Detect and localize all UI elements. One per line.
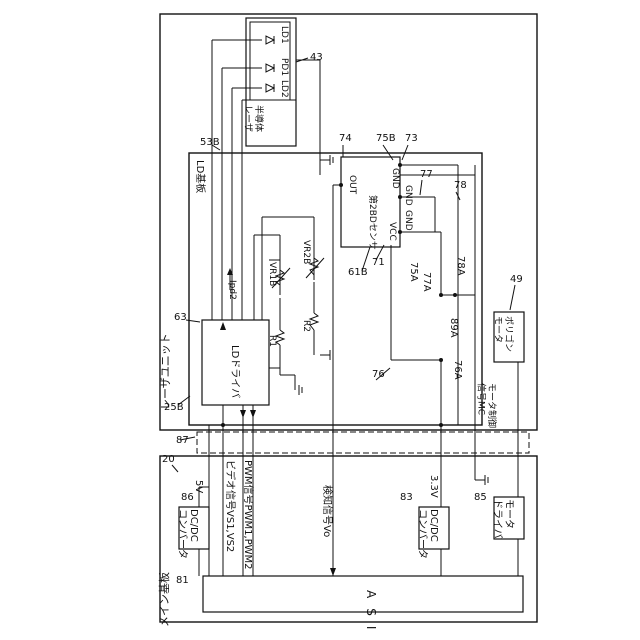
- motor-control-label: モータ制御信号MC: [476, 383, 498, 428]
- ref-76a: 76A: [452, 360, 463, 380]
- ref-83: 83: [400, 492, 413, 503]
- vr2b-label: VR2B: [301, 240, 311, 264]
- ref-78a: 78A: [455, 256, 466, 276]
- ref-77a: 77A: [421, 272, 432, 292]
- ref-53b: 53B: [200, 137, 220, 148]
- asic-label: ASIC: [364, 590, 378, 640]
- main-board-label: メイン基板: [157, 572, 171, 627]
- ref-89a: 89A: [448, 318, 459, 338]
- ref-86: 86: [181, 492, 194, 503]
- signal-arrows: [220, 268, 336, 576]
- pwm-signal-label: PWM信号PWM1,PWM2: [242, 460, 254, 570]
- detect-signal-label: 検知信号Vo: [321, 485, 334, 537]
- voltage-33v-label: 3.3V: [428, 475, 439, 498]
- ref-61b: 61B: [348, 267, 368, 278]
- asic-block: [203, 576, 523, 612]
- out-pin-label: OUT: [347, 175, 357, 195]
- dcdc-86-label: DC/DCコンバータ: [177, 509, 200, 559]
- vcc-pin-label: VCC: [387, 222, 397, 241]
- ref-63: 63: [174, 312, 187, 323]
- r1-label: R1: [267, 335, 277, 347]
- vr1b-label: VR1B: [267, 262, 277, 286]
- laser-unit-label: レーザユニット: [159, 333, 172, 410]
- ld-board-label: LD基板: [194, 160, 207, 193]
- ref-73: 73: [405, 133, 418, 144]
- ref-43: 43: [310, 52, 323, 63]
- gnd-pin-label-2: GND: [403, 185, 413, 206]
- ref-71: 71: [372, 257, 385, 268]
- dcdc-83-label: DC/DCコンバータ: [417, 509, 440, 559]
- ld-driver-label: LDドライバ: [229, 345, 241, 398]
- ref-25b: 25B: [164, 402, 184, 413]
- ld2-label: LD2: [279, 80, 289, 98]
- gnd-pin-label-1: GND: [390, 168, 400, 189]
- video-signal-label: ビデオ信号VS1,VS2: [224, 460, 237, 552]
- ref-49: 49: [510, 274, 523, 285]
- ref-87: 87: [176, 435, 189, 446]
- connector-87: [197, 432, 529, 453]
- reference-numbers: 20 81 86 83 85 87 25B 53B 63 43 74 75B 7…: [162, 52, 523, 586]
- semiconductor-laser-label: 半導体レーザ: [243, 105, 265, 132]
- r2-label: R2: [301, 320, 311, 332]
- ref-85: 85: [474, 492, 487, 503]
- ref-77: 77: [420, 169, 433, 180]
- ref-75b: 75B: [376, 133, 396, 144]
- ref-74: 74: [339, 133, 352, 144]
- ipd2-label: Ipd2: [227, 280, 237, 300]
- voltage-5v-label: 5V: [193, 480, 204, 493]
- pd1-label: PD1: [279, 58, 289, 76]
- ref-75a: 75A: [408, 262, 419, 282]
- ref-20: 20: [162, 454, 175, 465]
- gnd-pin-label-3: GND: [403, 210, 413, 231]
- ld1-label: LD1: [279, 26, 289, 44]
- ref-78: 78: [454, 180, 467, 191]
- ref-81: 81: [176, 575, 189, 586]
- sensor-label: 第2BDセンサ: [367, 195, 379, 250]
